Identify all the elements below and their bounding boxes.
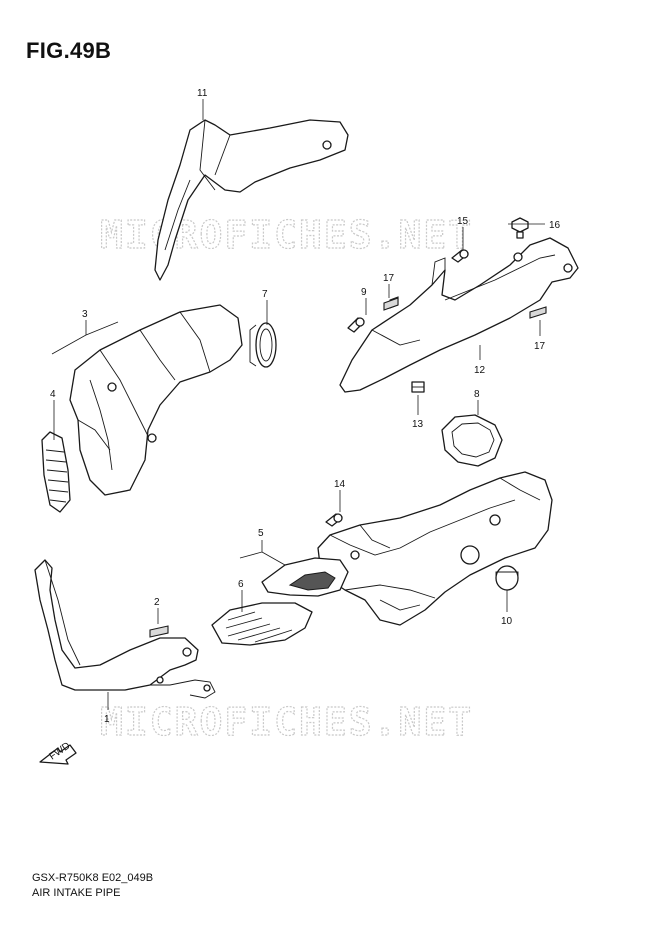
- callout-12: 12: [474, 365, 486, 376]
- callout-6: 6: [238, 579, 244, 590]
- part-2-label[interactable]: [149, 625, 169, 638]
- figure-code: GSX-R750K8 E02_049B: [32, 872, 154, 884]
- callout-17-lower: 17: [534, 341, 546, 352]
- callout-9: 9: [361, 287, 367, 298]
- part-15-screw[interactable]: [451, 249, 469, 263]
- leader-lines: [51, 99, 545, 710]
- watermark-top: MICROFICHES.NET: [100, 213, 473, 257]
- watermark-bottom: MICROFICHES.NET: [100, 700, 473, 744]
- part-9-screw[interactable]: [347, 317, 365, 333]
- callout-13: 13: [412, 419, 424, 430]
- part-10-grommet[interactable]: [495, 565, 519, 591]
- callout-8: 8: [474, 389, 480, 400]
- callout-17-upper: 17: [383, 273, 395, 284]
- part-lower-air-duct[interactable]: [317, 471, 553, 626]
- figure-name: AIR INTAKE PIPE: [32, 887, 121, 899]
- part-3-air-duct[interactable]: [69, 304, 243, 496]
- callout-2: 2: [154, 597, 160, 608]
- part-8-gasket[interactable]: [441, 414, 503, 467]
- callout-5: 5: [258, 528, 264, 539]
- part-7-sleeve[interactable]: [249, 322, 277, 368]
- callout-11: 11: [197, 88, 208, 99]
- part-11-cover[interactable]: [154, 119, 349, 281]
- fwd-arrow-icon: FWD: [39, 740, 77, 765]
- callout-1: 1: [104, 714, 110, 725]
- callout-4: 4: [50, 389, 56, 400]
- figure-title: FIG.49B: [26, 38, 112, 63]
- callout-15: 15: [457, 216, 469, 227]
- part-1-bracket[interactable]: [34, 559, 216, 699]
- part-17-label-upper[interactable]: [383, 297, 399, 311]
- part-5-inlet-duct[interactable]: [261, 557, 349, 597]
- part-14-screw[interactable]: [325, 513, 343, 527]
- part-4-grille[interactable]: [41, 431, 71, 513]
- callout-7: 7: [262, 289, 268, 300]
- callout-3: 3: [82, 309, 88, 320]
- callout-14: 14: [334, 479, 346, 490]
- callout-10: 10: [501, 616, 513, 627]
- callout-16: 16: [549, 220, 561, 231]
- part-6-grille[interactable]: [211, 602, 313, 646]
- part-16-nut[interactable]: [511, 217, 529, 239]
- part-13-clip[interactable]: [411, 381, 425, 393]
